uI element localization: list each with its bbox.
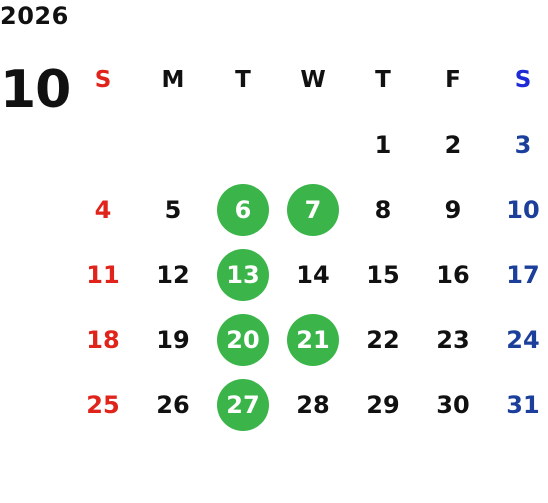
day-cell[interactable]: 18 [86,325,120,354]
weekday-thursday: T [375,67,391,93]
weekday-header-row: S M T W T F S [68,48,548,112]
week-row-1: 1 2 3 [68,112,548,177]
year-label: 2026 [0,2,69,30]
day-cell[interactable]: 25 [86,390,120,419]
month-number: 10 [0,60,71,120]
day-cell[interactable]: 26 [156,390,190,419]
day-cell[interactable]: 10 [506,195,540,224]
weekday-sunday: S [94,67,112,93]
day-cell[interactable]: 30 [436,390,470,419]
highlighted-day-cell[interactable]: 13 [217,248,269,301]
day-cell[interactable]: 4 [94,195,112,224]
highlighted-day-cell[interactable]: 7 [287,183,339,236]
day-cell[interactable]: 9 [444,195,462,224]
day-cell[interactable]: 12 [156,260,190,289]
day-cell[interactable]: 29 [366,390,400,419]
empty-day-cell [287,119,339,171]
weekday-wednesday: W [300,67,326,93]
empty-day-cell [147,119,199,171]
day-cell[interactable]: 31 [506,390,540,419]
highlighted-day-cell[interactable]: 6 [217,183,269,236]
day-cell[interactable]: 11 [86,260,120,289]
day-cell[interactable]: 3 [514,130,532,159]
weekday-monday: M [161,67,185,93]
day-cell[interactable]: 19 [156,325,190,354]
day-cell[interactable]: 17 [506,260,540,289]
week-row-4: 18 19 20 21 22 23 24 [68,307,548,372]
day-cell[interactable]: 28 [296,390,330,419]
highlighted-day-cell[interactable]: 20 [217,313,269,366]
highlighted-day-cell[interactable]: 27 [217,378,269,431]
day-cell[interactable]: 23 [436,325,470,354]
day-cell[interactable]: 16 [436,260,470,289]
weekday-tuesday: T [235,67,251,93]
week-row-2: 4 5 6 7 8 9 10 [68,177,548,242]
week-row-3: 11 12 13 14 15 16 17 [68,242,548,307]
day-cell[interactable]: 1 [374,130,392,159]
day-cell[interactable]: 2 [444,130,462,159]
highlighted-day-cell[interactable]: 21 [287,313,339,366]
weekday-saturday: S [514,67,532,93]
empty-day-cell [77,119,129,171]
day-cell[interactable]: 5 [164,195,182,224]
week-row-5: 25 26 27 28 29 30 31 [68,372,548,437]
weekday-friday: F [445,67,461,93]
day-cell[interactable]: 8 [374,195,392,224]
day-cell[interactable]: 22 [366,325,400,354]
day-cell[interactable]: 14 [296,260,330,289]
empty-day-cell [217,119,269,171]
calendar-grid: S M T W T F S 1 2 3 4 5 6 7 8 9 10 11 12… [68,48,548,437]
day-cell[interactable]: 15 [366,260,400,289]
day-cell[interactable]: 24 [506,325,540,354]
